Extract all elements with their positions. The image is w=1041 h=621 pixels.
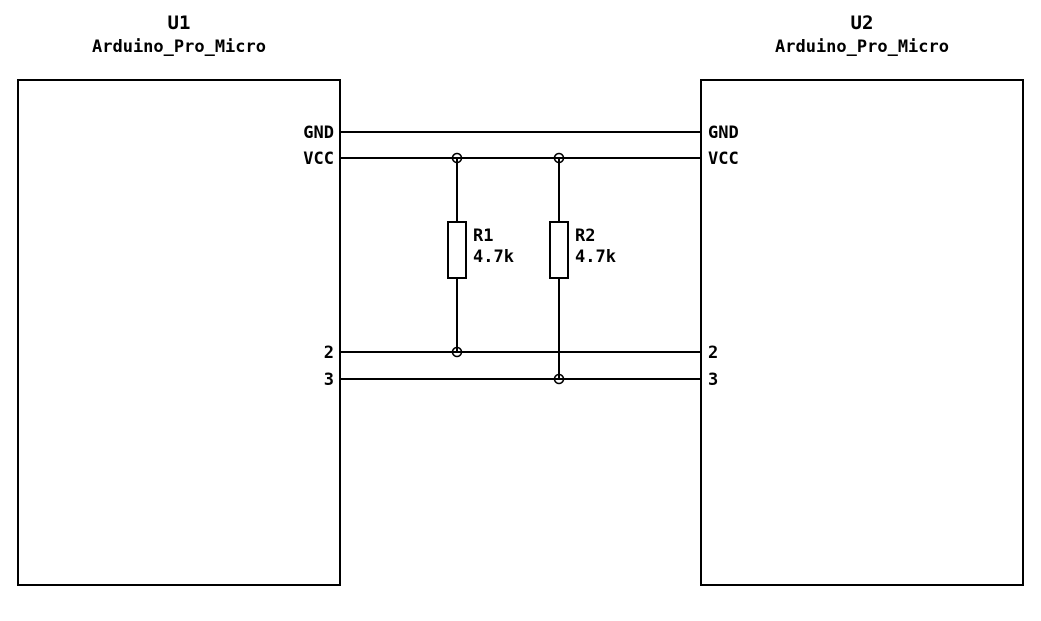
junction-r2-vcc — [553, 152, 565, 164]
u1-body[interactable] — [17, 79, 341, 586]
junction-r1-pin2 — [451, 346, 463, 358]
r1-body[interactable] — [447, 221, 467, 279]
r2-body[interactable] — [549, 221, 569, 279]
r2-value: 4.7k — [575, 247, 616, 267]
u2-pin-gnd-label: GND — [708, 123, 739, 143]
component-u2: U2 Arduino_Pro_Micro GND VCC 2 3 — [700, 12, 1024, 586]
u1-pin-vcc-label: VCC — [303, 149, 334, 169]
u2-value: Arduino_Pro_Micro — [775, 37, 949, 57]
component-u1: U1 Arduino_Pro_Micro GND VCC 2 3 — [17, 12, 341, 586]
component-r2: R2 4.7k — [549, 158, 616, 379]
u2-reference: U2 — [851, 12, 874, 34]
u2-body[interactable] — [700, 79, 1024, 586]
r1-value: 4.7k — [473, 247, 514, 267]
u1-pin-gnd-label: GND — [303, 123, 334, 143]
u2-pin-2-label: 2 — [708, 343, 718, 363]
r1-reference: R1 — [473, 226, 493, 246]
component-r1: R1 4.7k — [447, 158, 514, 352]
junction-r2-pin3 — [553, 373, 565, 385]
r2-reference: R2 — [575, 226, 595, 246]
u2-pin-vcc-label: VCC — [708, 149, 739, 169]
junction-r1-vcc — [451, 152, 463, 164]
u2-pin-3-label: 3 — [708, 370, 718, 390]
u1-pin-3-label: 3 — [324, 370, 334, 390]
u1-pin-2-label: 2 — [324, 343, 334, 363]
u1-value: Arduino_Pro_Micro — [92, 37, 266, 57]
u1-reference: U1 — [168, 12, 191, 34]
